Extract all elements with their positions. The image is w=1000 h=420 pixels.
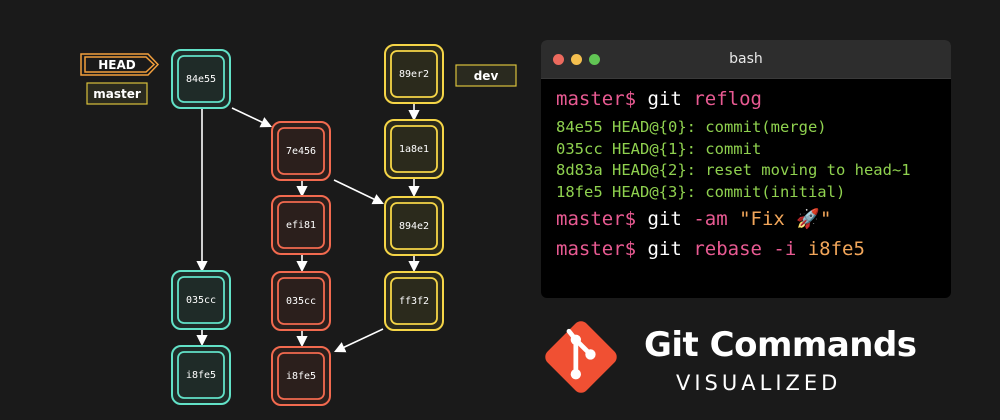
reflog-output: 84e55 HEAD@{0}: commit(merge) 035cc HEAD… (556, 117, 951, 203)
commit-id: 035cc (286, 296, 316, 307)
reflog-entry: 18fe5 HEAD@{3}: commit(initial) (556, 182, 846, 201)
commit-id: efi81 (286, 220, 316, 231)
branch-tag-dev: dev (455, 64, 517, 87)
edge-84e55-7e456 (231, 107, 273, 128)
git-command: git (647, 208, 682, 230)
commit-id: ff3f2 (399, 296, 429, 307)
commit-node-84e55: 84e55 (171, 49, 231, 109)
commit-node-89er2: 89er2 (384, 44, 444, 104)
edge-7e456-894e2 (333, 179, 385, 205)
maximize-window-button[interactable] (589, 54, 600, 65)
brand-subtitle: VISUALIZED (676, 371, 842, 395)
terminal-body[interactable]: master$ git reflog 84e55 HEAD@{0}: commi… (541, 79, 951, 261)
reflog-entry: 8d83a HEAD@{2}: reset moving to head~1 (556, 161, 911, 179)
minimize-window-button[interactable] (571, 54, 582, 65)
command-line-commit: master$ git -am "Fix 🚀" (556, 207, 951, 231)
commit-node-i8fe5: i8fe5 (171, 345, 231, 405)
git-subcommand: reflog (693, 88, 762, 110)
git-command: git (647, 88, 682, 110)
reflog-entry: 035cc HEAD@{1}: commit (556, 139, 762, 158)
close-window-button[interactable] (553, 54, 564, 65)
branch-tag-master: master (86, 82, 148, 105)
commit-id: i8fe5 (286, 371, 316, 382)
git-logo-icon (545, 321, 617, 393)
git-command: git (647, 238, 682, 260)
head-pointer: HEAD (80, 53, 160, 76)
commit-node-i8fe5-b: i8fe5 (271, 346, 331, 406)
terminal-titlebar: bash (541, 40, 951, 79)
reflog-entry: 84e55 HEAD@{0}: commit(merge) (556, 118, 827, 136)
rebase-target: i8fe5 (807, 238, 865, 260)
commit-graph: HEAD master dev 84e55 035cc i8fe5 7e456 … (80, 44, 517, 406)
commit-node-7e456: 7e456 (271, 121, 331, 181)
commit-message: "Fix 🚀" (739, 208, 832, 230)
commit-node-894e2: 894e2 (384, 196, 444, 256)
commit-id: 1a8e1 (399, 144, 429, 155)
git-subcommand: rebase -i (693, 238, 797, 260)
commit-id: 89er2 (399, 69, 429, 80)
branch-label-master: master (93, 87, 141, 101)
commit-node-ff3f2: ff3f2 (384, 271, 444, 331)
shell-prompt: master$ (556, 208, 637, 230)
commit-id: 84e55 (186, 74, 216, 85)
command-line-rebase: master$ git rebase -i i8fe5 (556, 237, 951, 261)
head-label: HEAD (98, 58, 136, 72)
commit-node-1a8e1: 1a8e1 (384, 119, 444, 179)
commit-node-efi81: efi81 (271, 195, 331, 255)
shell-prompt: master$ (556, 88, 637, 110)
terminal-window: bash master$ git reflog 84e55 HEAD@{0}: … (541, 40, 951, 298)
commit-node-035cc: 035cc (171, 270, 231, 330)
commit-id: 7e456 (286, 146, 316, 157)
shell-prompt: master$ (556, 238, 637, 260)
edge-ff3f2-i8fe5 (333, 328, 384, 353)
commit-id: 035cc (186, 295, 216, 306)
branch-label-dev: dev (474, 69, 499, 83)
commit-id: 894e2 (399, 221, 429, 232)
graph-edges (196, 104, 420, 353)
commit-id: i8fe5 (186, 370, 216, 381)
commit-node-035cc-b: 035cc (271, 271, 331, 331)
command-line-reflog: master$ git reflog (556, 87, 951, 111)
git-flag: -am (693, 208, 728, 230)
brand-title: Git Commands (644, 325, 917, 365)
terminal-title: bash (729, 51, 763, 67)
